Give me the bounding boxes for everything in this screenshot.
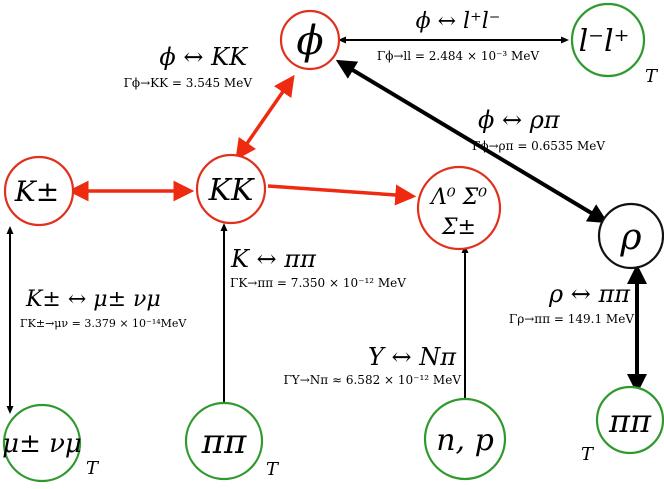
relation-phi-kk: ϕ ↔ KK Γϕ→KK = 3.545 MeV xyxy=(124,43,253,90)
relation-rho-pipi: ρ ↔ ππ Γρ→ππ = 149.1 MeV xyxy=(509,280,634,326)
node-pipi-mid: ππ T xyxy=(184,401,280,481)
node-pipi-right-label: ππ xyxy=(608,402,652,440)
node-rho: ρ xyxy=(597,202,664,270)
relation-phi-ll: ϕ ↔ l⁺l⁻ Γϕ→ll = 2.484 × 10⁻³ MeV xyxy=(377,9,540,63)
relation-kpm-munu: K± ↔ μ± νμ ΓK±→μν = 3.379 × 10⁻¹⁴MeV xyxy=(20,287,187,330)
node-lambda-label-bottom: Σ± xyxy=(441,215,476,240)
node-rho-label: ρ xyxy=(619,217,641,258)
relation-k-pipi: K ↔ ππ ΓK→ππ = 7.350 × 10⁻¹² MeV xyxy=(230,245,406,290)
node-lambda-label-top: Λ⁰ Σ⁰ xyxy=(429,185,487,210)
node-ll-label: l⁻l⁺ xyxy=(579,24,630,59)
arrow-kk-lambda xyxy=(267,184,417,206)
relation-phi-rhopi-text: ϕ ↔ ρπ xyxy=(478,106,561,134)
node-ll: l⁻l⁺ T xyxy=(570,2,659,87)
relation-k-pipi-text: K ↔ ππ xyxy=(230,245,317,273)
node-kk-label: KK xyxy=(208,173,255,208)
relation-k-pipi-width: ΓK→ππ = 7.350 × 10⁻¹² MeV xyxy=(230,276,406,290)
node-pipi-mid-sub: T xyxy=(266,459,280,480)
relation-phi-kk-width: Γϕ→KK = 3.545 MeV xyxy=(124,76,253,90)
node-munu-sub: T xyxy=(86,458,100,479)
node-kpm: K± xyxy=(3,155,75,227)
node-pipi-right-sub: T xyxy=(581,444,595,465)
relation-kpm-munu-width: ΓK±→μν = 3.379 × 10⁻¹⁴MeV xyxy=(20,317,187,330)
arrow-phi-rho xyxy=(335,59,609,224)
relation-phi-rhopi-width: Γϕ→ρπ = 0.6535 MeV xyxy=(472,139,605,153)
node-ll-sub: T xyxy=(645,66,659,87)
node-np: n, p xyxy=(423,397,507,481)
node-np-label: n, p xyxy=(436,423,494,458)
relation-y-npi-text: Y ↔ Nπ xyxy=(368,343,457,371)
node-phi-label: ϕ xyxy=(296,18,323,64)
node-pipi-right: ππ T xyxy=(581,385,664,465)
relation-phi-rhopi: ϕ ↔ ρπ Γϕ→ρπ = 0.6535 MeV xyxy=(472,106,605,153)
node-munu-label: μ± νμ xyxy=(2,429,82,459)
node-phi: ϕ xyxy=(279,9,341,71)
node-pipi-mid-label: ππ xyxy=(201,422,247,462)
relation-phi-ll-width: Γϕ→ll = 2.484 × 10⁻³ MeV xyxy=(377,49,540,63)
relation-phi-kk-text: ϕ ↔ KK xyxy=(159,43,249,71)
node-kk: KK xyxy=(195,153,267,225)
relation-y-npi-width: ΓY→Nπ ≈ 6.582 × 10⁻¹² MeV xyxy=(283,373,461,387)
relation-rho-pipi-width: Γρ→ππ = 149.1 MeV xyxy=(509,312,634,326)
node-kpm-label: K± xyxy=(14,175,59,208)
node-lambda: Λ⁰ Σ⁰ Σ± xyxy=(416,165,502,251)
relation-kpm-munu-text: K± ↔ μ± νμ xyxy=(25,287,161,312)
relation-phi-ll-text: ϕ ↔ l⁺l⁻ xyxy=(416,9,501,34)
node-munu: μ± νμ T xyxy=(2,403,100,483)
relation-rho-pipi-text: ρ ↔ ππ xyxy=(548,280,631,308)
arrow-phi-kk xyxy=(235,74,295,161)
relation-y-npi: Y ↔ Nπ ΓY→Nπ ≈ 6.582 × 10⁻¹² MeV xyxy=(283,343,461,387)
